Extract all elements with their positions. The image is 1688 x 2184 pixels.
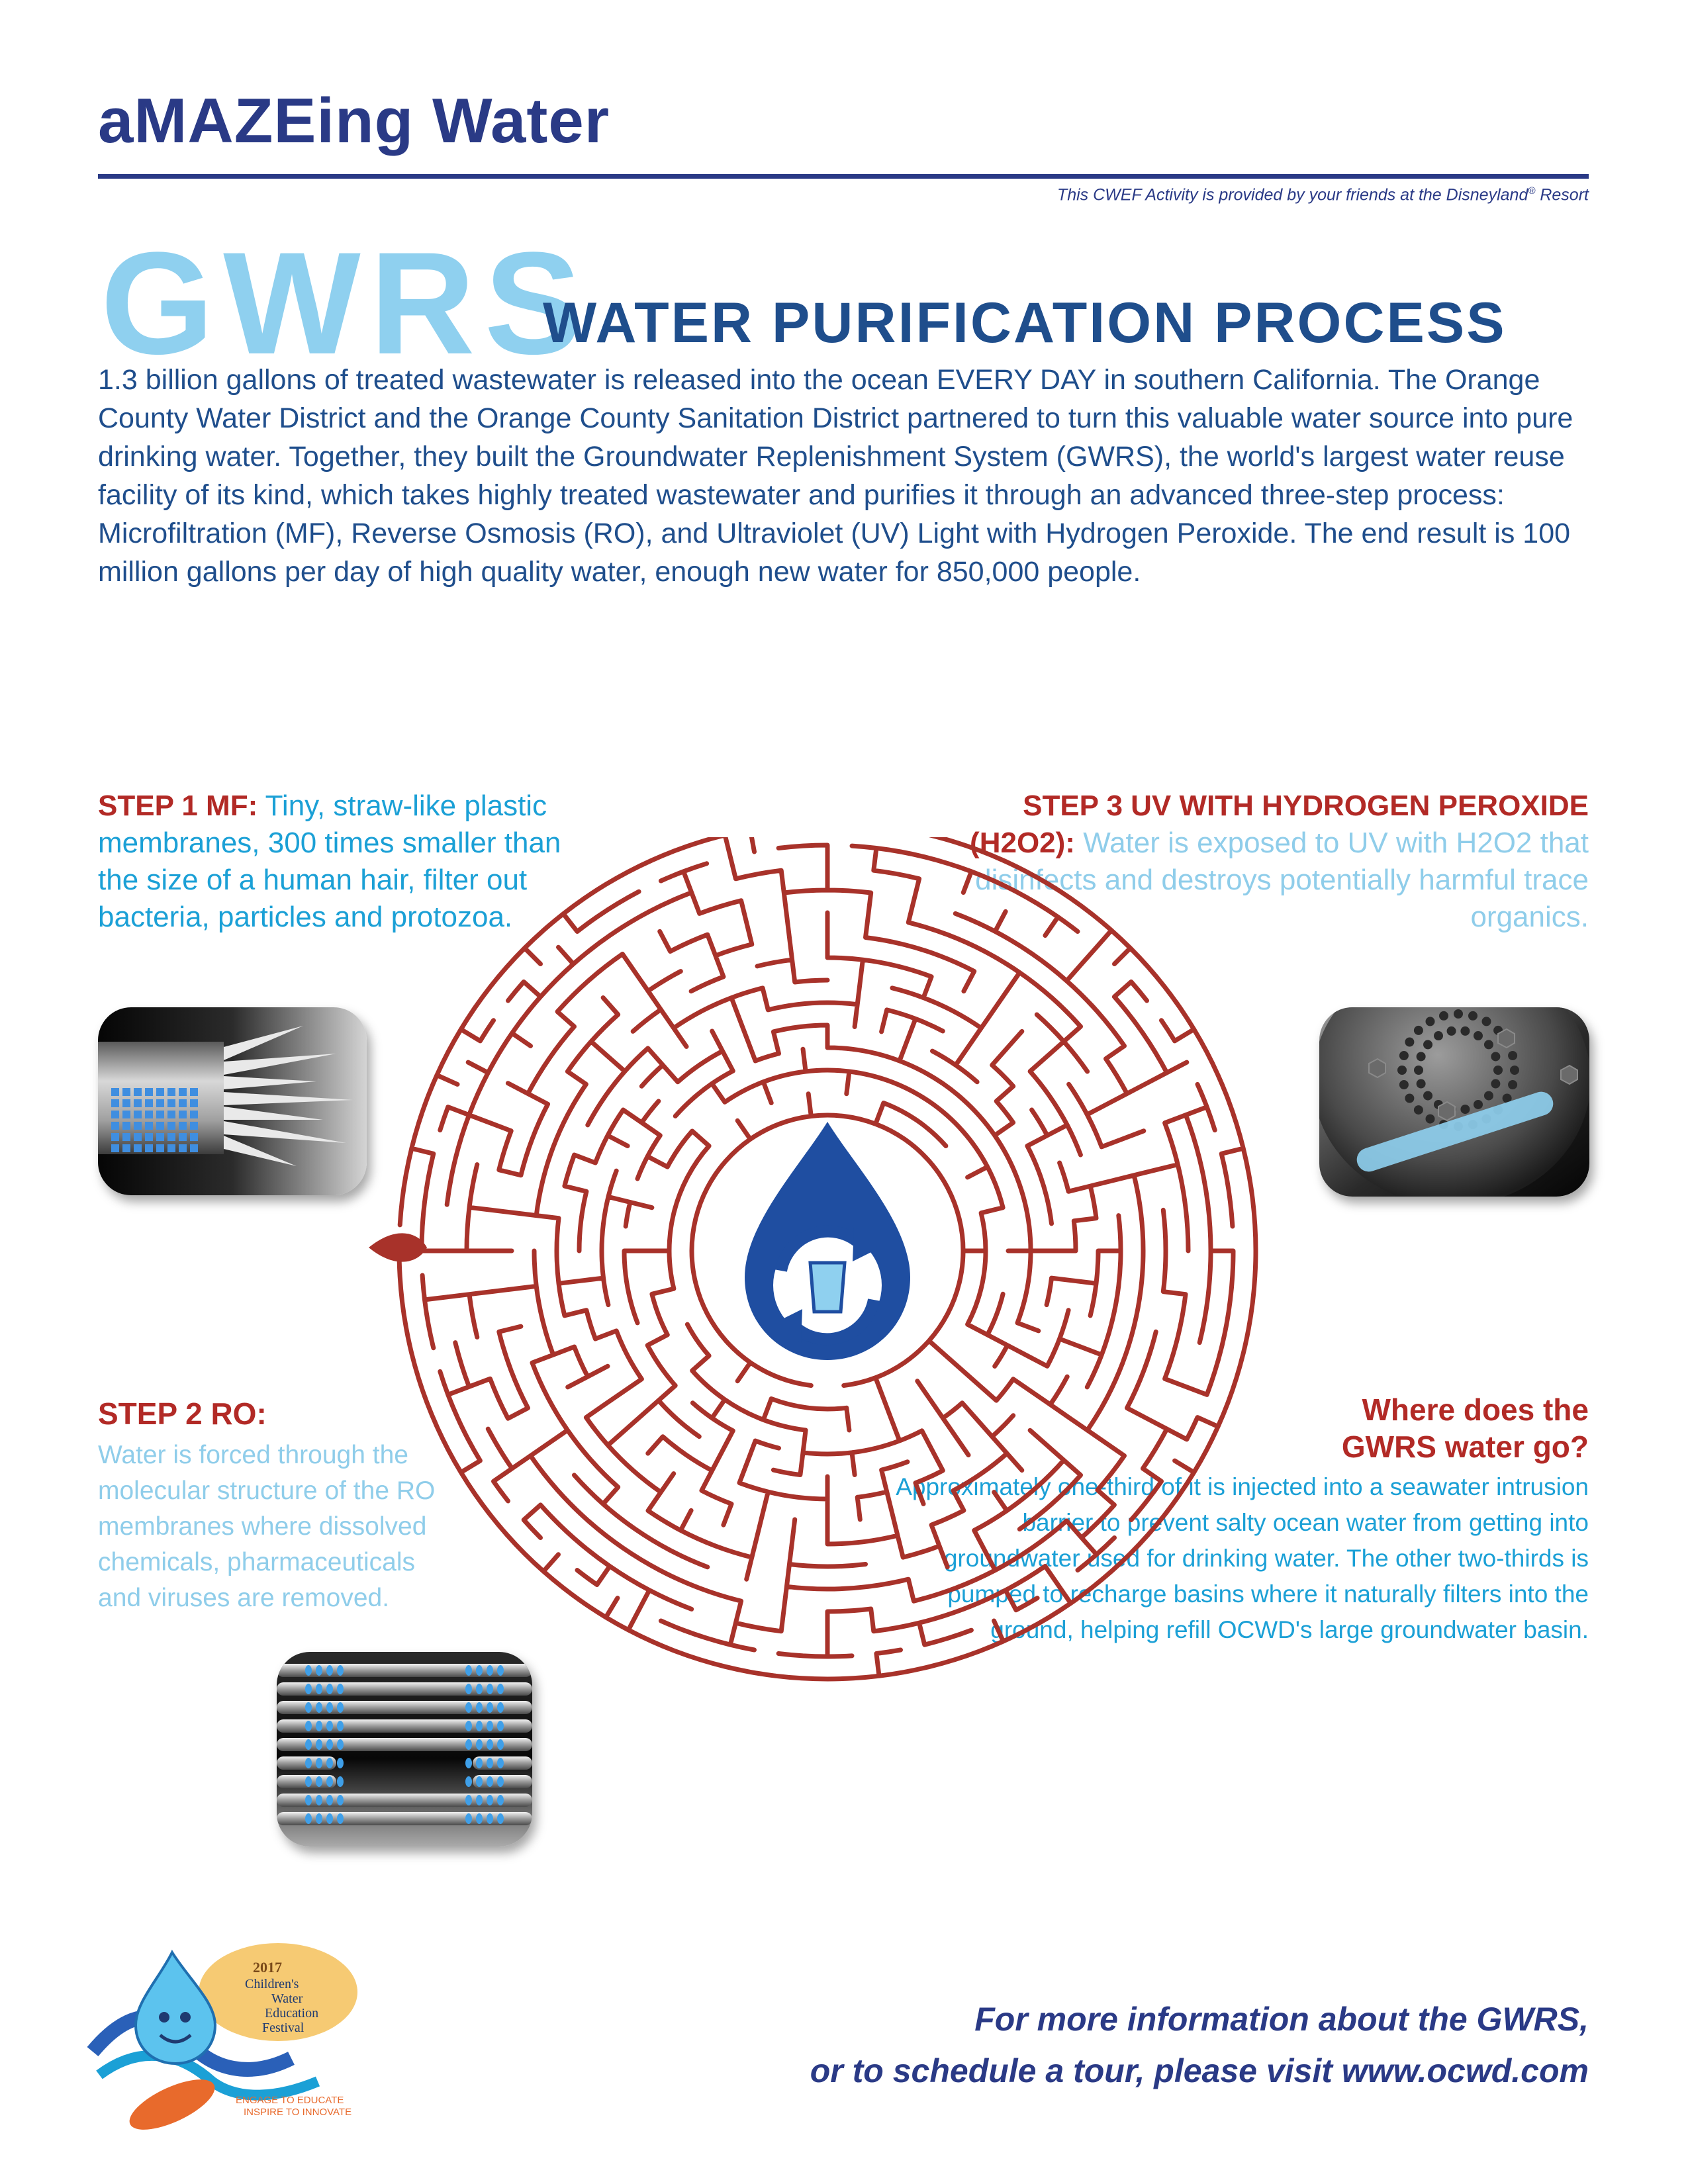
step1-heading: STEP 1 MF: (98, 790, 258, 822)
more-info-line1: For more information about the GWRS, (974, 2001, 1589, 2038)
header-divider (98, 174, 1589, 179)
heading-subtitle: WATER PURIFICATION PROCESS (543, 291, 1507, 355)
microfiltration-image (98, 1007, 367, 1195)
microfiltration-illustration (98, 1007, 367, 1195)
logo-tagline1: ENGAGE TO EDUCATE (236, 2095, 344, 2106)
step1-body: Tiny, straw-like plastic membranes, 300 … (98, 790, 561, 933)
logo-year: 2017 (253, 1959, 282, 1976)
step3-body: Water is exposed to UV with H2O2 that di… (975, 827, 1589, 933)
page-title: aMAZEing Water (98, 85, 610, 156)
intro-paragraph: 1.3 billion gallons of treated wastewate… (98, 364, 1573, 588)
circular-maze[interactable] (361, 837, 1294, 1770)
reverse-osmosis-image (277, 1652, 532, 1846)
logo-tagline2: INSPIRE TO INNOVATE (244, 2107, 352, 2118)
credit-prefix: This CWEF Activity is provided by your f… (1056, 185, 1528, 205)
where-heading-line1: Where does the (1362, 1392, 1589, 1427)
reverse-osmosis-illustration (277, 1652, 532, 1846)
where-heading-line2: GWRS water go? (1341, 1430, 1589, 1464)
step2-heading: STEP 2 RO: (98, 1396, 267, 1431)
where-body: Approximately one-third of it is injecte… (896, 1473, 1589, 1643)
logo-line2: Water (271, 1991, 303, 2006)
credit-suffix: Resort (1535, 185, 1589, 205)
more-info-note: For more information about the GWRS, or t… (810, 1993, 1589, 2097)
logo-line4: Festival (262, 2021, 305, 2035)
uv-reactor-image (1319, 1007, 1589, 1197)
gwrs-acronym: GWRS (101, 222, 591, 385)
step3-heading: STEP 3 UV WITH HYDROGEN PEROXIDE (H2O2): (970, 790, 1589, 859)
red-drop-icon (369, 1233, 427, 1262)
festival-logo: 2017 Children's Water Education Festival… (87, 1943, 357, 2130)
logo-line3: Education (265, 2006, 318, 2021)
step1-text: STEP 1 MF: Tiny, straw-like plastic memb… (98, 788, 601, 936)
step3-text: STEP 3 UV WITH HYDROGEN PEROXIDE (H2O2):… (940, 788, 1589, 936)
water-drop-recycle-cup-icon (745, 1122, 910, 1360)
step2-body: Water is forced through the molecular st… (98, 1441, 436, 1612)
logo-line1: Children's (245, 1977, 299, 1991)
sponsor-credit: This CWEF Activity is provided by your f… (1057, 185, 1589, 205)
maze-walls (397, 837, 1258, 1682)
registered-mark: ® (1528, 185, 1536, 197)
uv-reactor-illustration (1319, 1007, 1589, 1197)
more-info-line2: or to schedule a tour, please visit www.… (810, 2052, 1589, 2089)
